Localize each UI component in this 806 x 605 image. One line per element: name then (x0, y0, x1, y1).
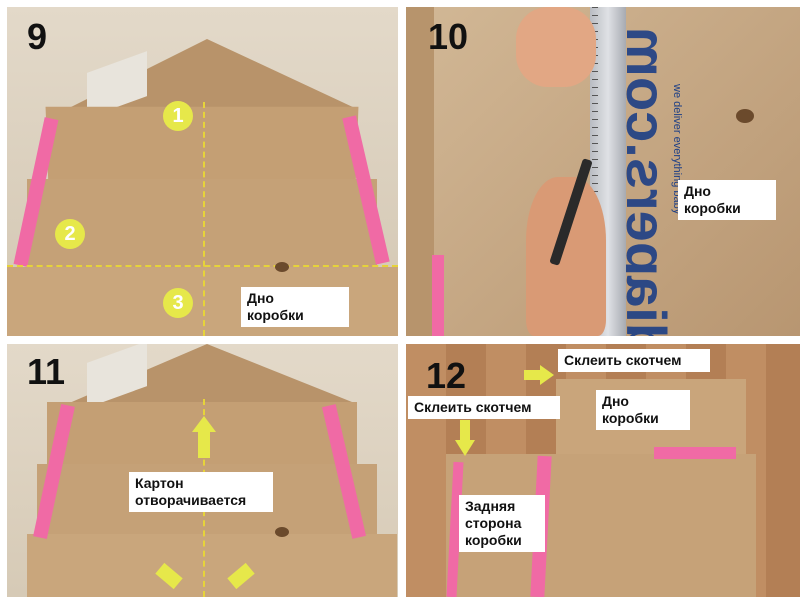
tape-left (432, 255, 444, 336)
box-edge (406, 7, 434, 336)
hand-top (516, 7, 596, 87)
arrow-up-icon (192, 416, 216, 432)
step-circle-1: 1 (163, 101, 193, 131)
caption-box-bottom: Дно коробки (241, 287, 349, 327)
arrow-right-icon (540, 365, 554, 385)
guide-line-vertical (203, 102, 205, 336)
caption-box-bottom: Дно коробки (596, 390, 690, 430)
guide-line-horizontal (7, 265, 398, 267)
box-hole (275, 527, 289, 537)
box-bottom (27, 534, 397, 597)
panel-number-11: 11 (27, 351, 66, 392)
box-hole (275, 262, 289, 272)
arrow-right-shaft (524, 370, 540, 380)
arrow-down-shaft (460, 420, 470, 440)
label-tape-left: Склеить скотчем (408, 396, 560, 419)
step-circle-2: 2 (55, 219, 85, 249)
caption-box-turns: Картон отворачивается (129, 472, 273, 512)
box-flap-front (45, 106, 359, 187)
tape-horizontal (654, 447, 736, 459)
label-tape-top: Склеить скотчем (558, 349, 710, 372)
arrow-down-icon (455, 440, 475, 456)
panel-number-9: 9 (27, 16, 48, 57)
panel-10: diapers.com we deliver everything baby 1… (406, 7, 800, 336)
panel-11: 11 Картон отворачивается (7, 344, 398, 597)
caption-box-back-side: Задняя сторона коробки (459, 495, 545, 552)
panel-12: 12 Склеить скотчем Склеить скотчем Дно к… (406, 344, 800, 597)
panel-number-12: 12 (426, 355, 467, 396)
panel-9: 1 2 3 9 Дно коробки (7, 7, 398, 336)
box-hole (736, 109, 754, 123)
ruler-ticks (592, 7, 598, 336)
arrow-up-shaft (198, 432, 210, 458)
hand-bottom (526, 177, 606, 336)
box-middle (27, 179, 377, 274)
step-circle-3: 3 (163, 288, 193, 318)
caption-box-bottom: Дно коробки (678, 180, 776, 220)
panel-number-10: 10 (428, 16, 469, 57)
